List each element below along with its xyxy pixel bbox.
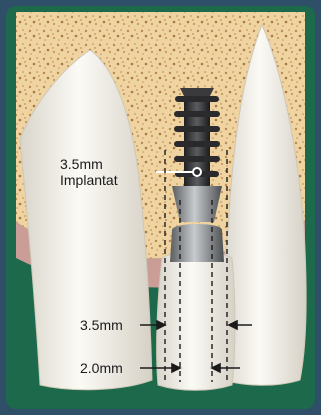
implant-label-name: Implantat	[60, 172, 118, 188]
abutment-label: 2.0mm	[80, 360, 123, 376]
abutment	[170, 224, 224, 262]
implant-crown	[157, 252, 235, 390]
width-label: 3.5mm	[80, 317, 123, 333]
implant-label-size: 3.5mm	[60, 156, 103, 172]
implant-marker	[193, 168, 201, 176]
